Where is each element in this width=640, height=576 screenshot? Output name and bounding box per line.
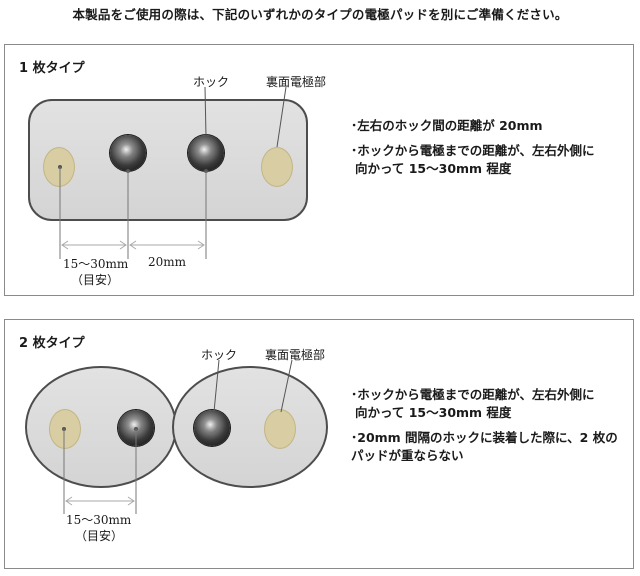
note-line: ･ホックから電極までの距離が、左右外側に — [351, 387, 595, 402]
panel-two-notes: ･ホックから電極までの距離が、左右外側に 向かって 15〜30mm 程度 ･20… — [351, 386, 618, 465]
dimension-left-note: （目安） — [71, 273, 120, 287]
hook-label: ホック — [193, 75, 230, 89]
snap-hook-left — [110, 135, 146, 171]
snap-hook-right — [194, 410, 230, 446]
snap-hook-right — [188, 135, 224, 171]
note-line: 向かって 15〜30mm 程度 — [355, 405, 512, 420]
back-electrode-left — [43, 147, 75, 187]
back-electrode-label: 裏面電極部 — [266, 75, 327, 89]
back-electrode-left — [49, 409, 81, 449]
back-electrode-right — [264, 409, 296, 449]
dimension-left-label: 15〜30mm — [63, 257, 129, 271]
dimension-left-note: （目安） — [75, 529, 124, 543]
page-header: 本製品をご使用の際は、下記のいずれかのタイプの電極パッドを別にご準備ください。 — [72, 7, 568, 22]
dimension-left-label: 15〜30mm — [66, 513, 132, 527]
panel-two-piece: 2 枚タイプ ホック 裏面電極部 15〜30mm （目安） ･ホックから電極まで… — [4, 319, 634, 569]
panel-title: 1 枚タイプ — [19, 61, 85, 76]
note-line: ･左右のホック間の距離が 20mm — [351, 118, 543, 133]
dimension-right-label: 20mm — [148, 255, 187, 269]
back-electrode-right — [261, 147, 293, 187]
snap-hook-left — [118, 410, 154, 446]
panel-one-piece: 1 枚タイプ ホック 裏面電極部 15〜30mm （目安） 20mm ･左右のホ… — [4, 44, 634, 296]
hook-label: ホック — [201, 348, 238, 362]
note-line: ･20mm 間隔のホックに装着した際に、2 枚の — [351, 430, 618, 445]
panel-one-notes: ･左右のホック間の距離が 20mm ･ホックから電極までの距離が、左右外側に 向… — [351, 117, 595, 185]
left-pad-body — [25, 366, 177, 488]
note-line: パッドが重ならない — [351, 448, 464, 463]
note-line: 向かって 15〜30mm 程度 — [355, 161, 512, 176]
panel-title: 2 枚タイプ — [19, 336, 85, 351]
back-electrode-label: 裏面電極部 — [265, 348, 326, 362]
note-line: ･ホックから電極までの距離が、左右外側に — [351, 143, 595, 158]
